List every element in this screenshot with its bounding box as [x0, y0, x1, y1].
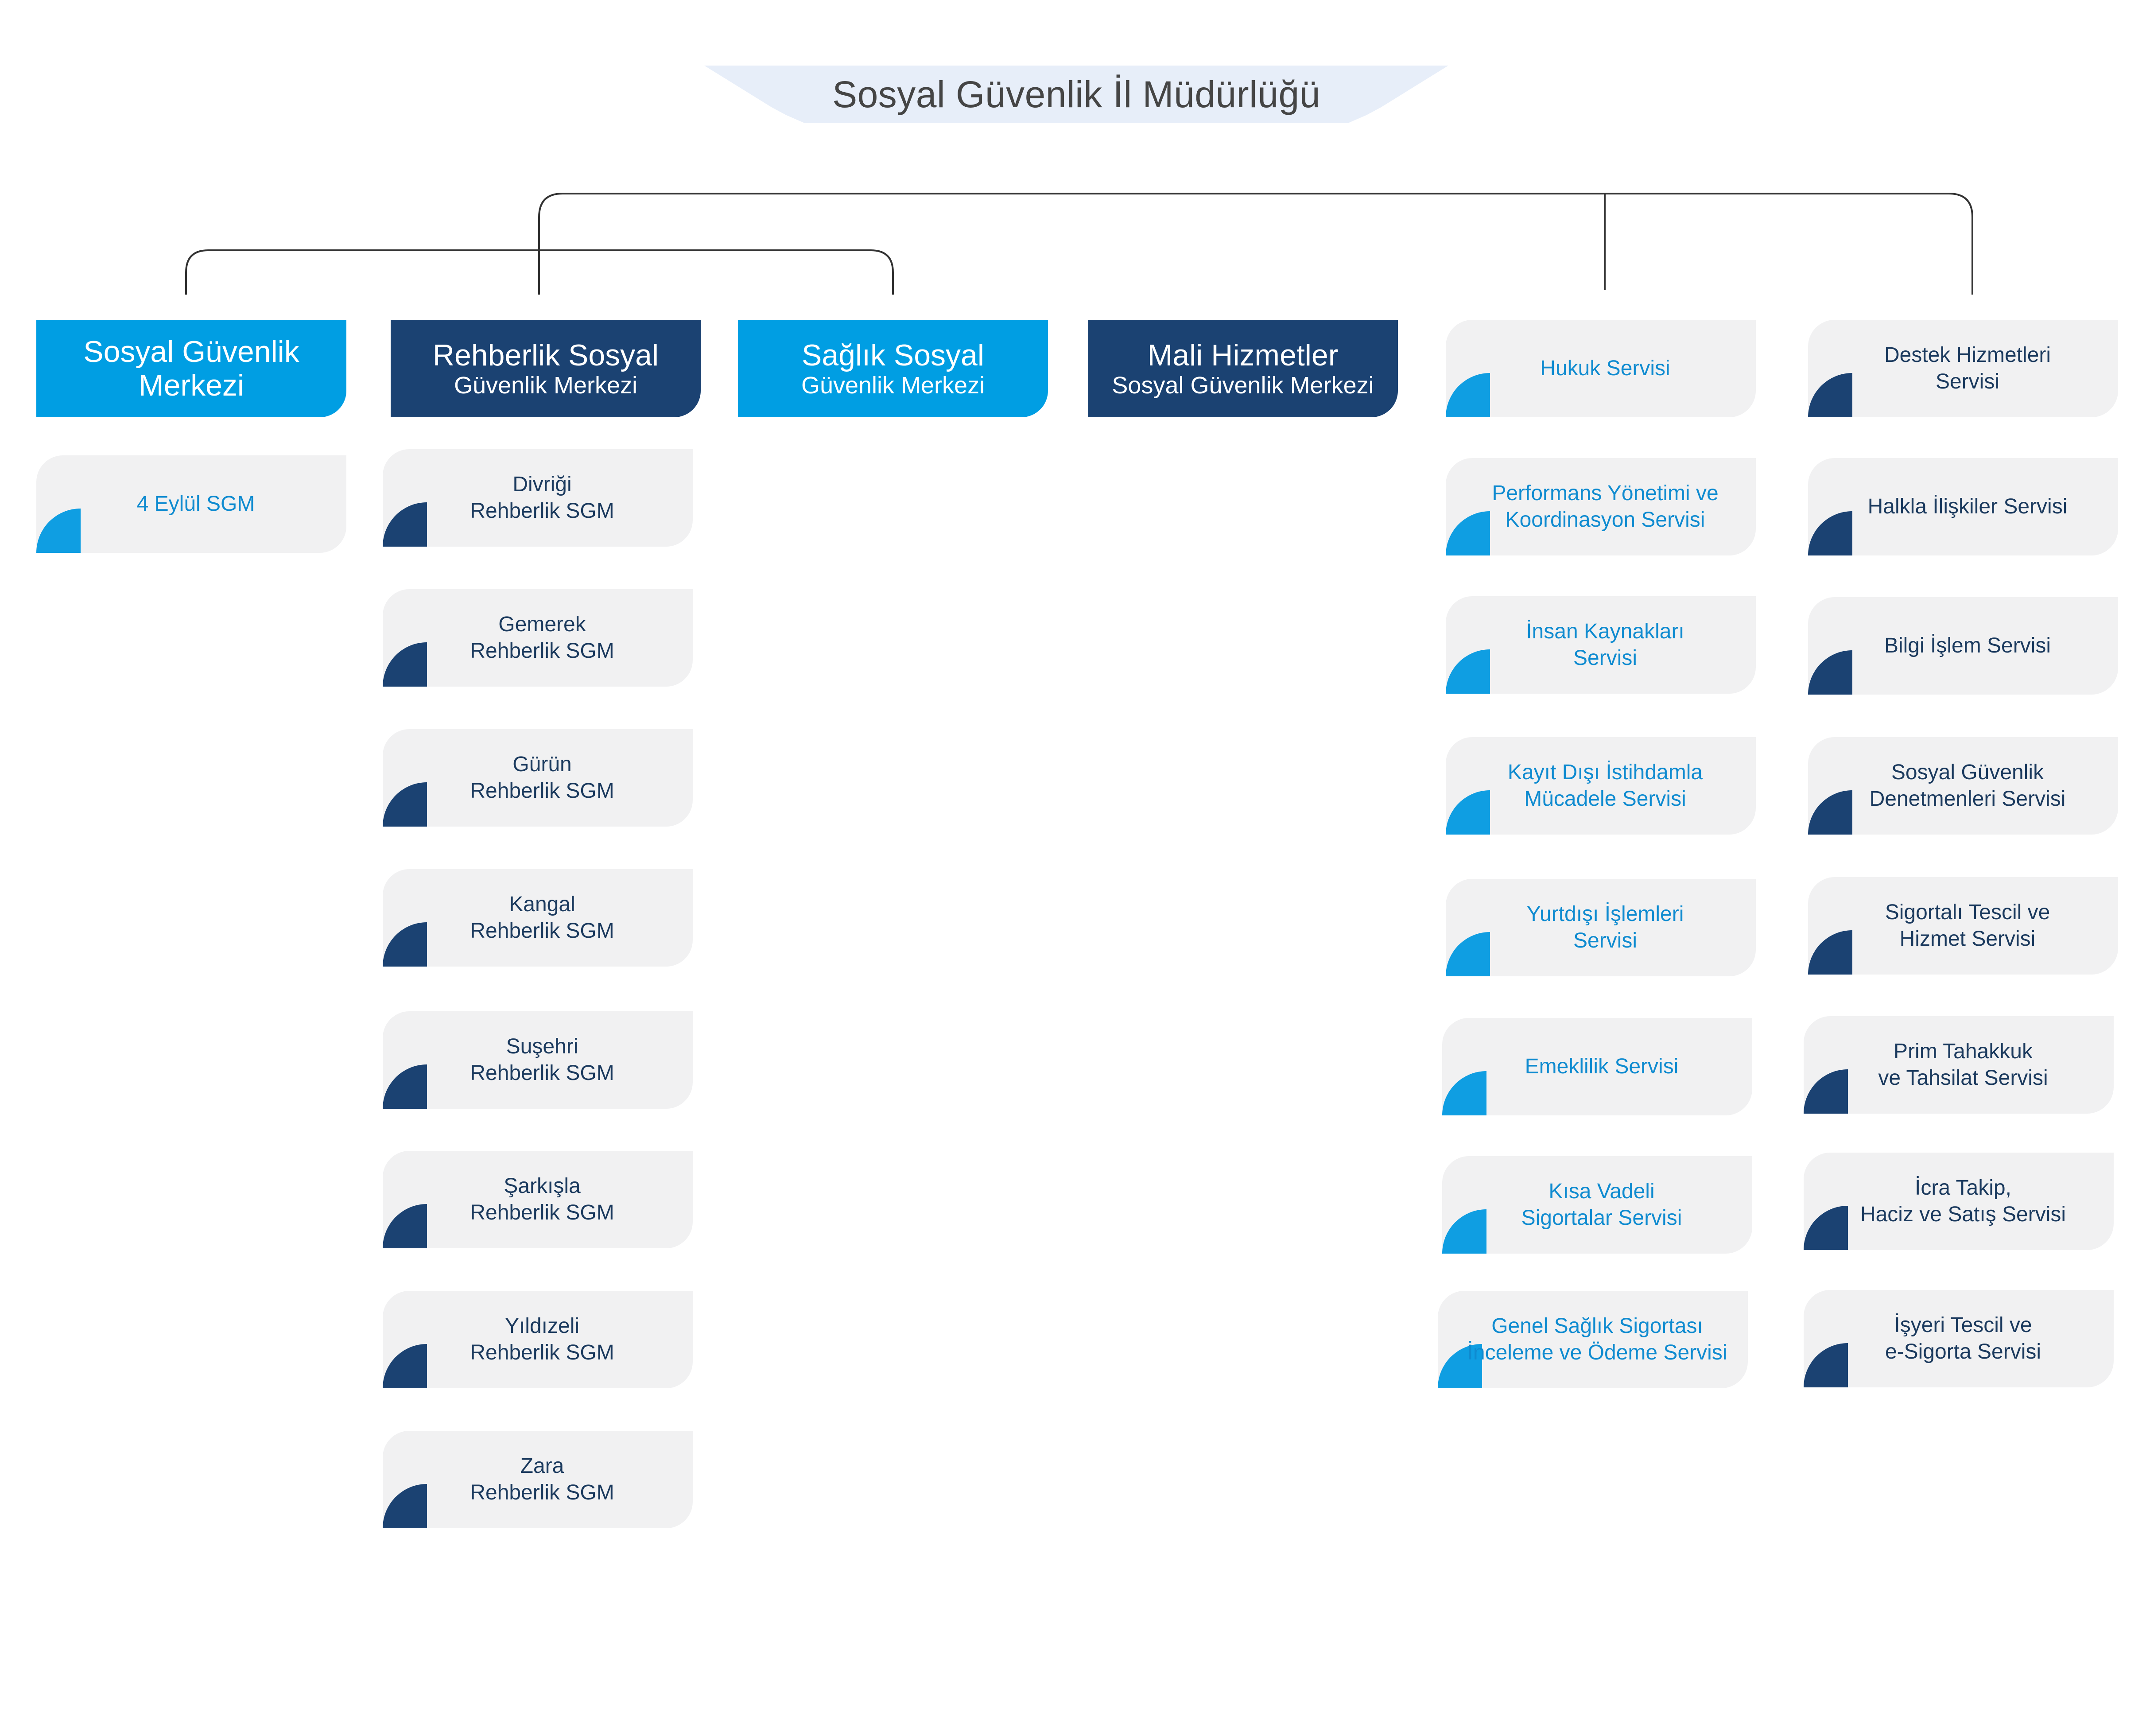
unit-label: Kangal Rehberlik SGM	[470, 893, 614, 943]
header-line: Rehberlik Sosyal	[432, 338, 659, 372]
unit-label: Gemerek Rehberlik SGM	[470, 613, 614, 663]
service-label: Performans Yönetimi ve Koordinasyon Serv…	[1492, 482, 1719, 532]
service-card[interactable]: Hukuk Servisi	[1446, 320, 1756, 417]
connector-secondary-bus	[185, 249, 894, 295]
service-label: İcra Takip, Haciz ve Satış Servisi	[1860, 1176, 2066, 1226]
header-line: Sağlık Sosyal	[802, 338, 984, 372]
service-label: Sosyal Güvenlik Denetmenleri Servisi	[1869, 761, 2066, 811]
service-label: Hukuk Servisi	[1540, 357, 1670, 380]
header-line: Merkezi	[138, 369, 244, 402]
header-line: Güvenlik Merkezi	[801, 372, 985, 399]
service-label: Destek Hizmetleri Servisi	[1884, 343, 2051, 393]
service-card[interactable]: İşyeri Tescil ve e-Sigorta Servisi	[1804, 1290, 2114, 1387]
service-card[interactable]: Yurtdışı İşlemleri Servisi	[1446, 879, 1756, 976]
service-card[interactable]: Destek Hizmetleri Servisi	[1808, 320, 2118, 417]
unit-label: Şarkışla Rehberlik SGM	[470, 1174, 614, 1224]
service-card[interactable]: Performans Yönetimi ve Koordinasyon Serv…	[1446, 458, 1756, 555]
service-card[interactable]: İnsan Kaynakları Servisi	[1446, 596, 1756, 694]
service-label: Yurtdışı İşlemleri Servisi	[1526, 902, 1684, 952]
header-saglik-sgm[interactable]: Sağlık Sosyal Güvenlik Merkezi	[738, 320, 1048, 417]
header-line: Güvenlik Merkezi	[454, 372, 638, 399]
service-label: Emeklilik Servisi	[1525, 1055, 1679, 1078]
service-card[interactable]: Sigortalı Tescil ve Hizmet Servisi	[1808, 877, 2118, 975]
unit-label: Divriği Rehberlik SGM	[470, 473, 614, 523]
connector-main-bus	[538, 193, 1973, 295]
service-label: Bilgi İşlem Servisi	[1884, 634, 2051, 657]
header-line: Mali Hizmetler	[1147, 338, 1339, 372]
header-line: Sosyal Güvenlik Merkezi	[1112, 372, 1374, 399]
unit-label: Suşehri Rehberlik SGM	[470, 1035, 614, 1085]
unit-label: Yıldızeli Rehberlik SGM	[470, 1314, 614, 1364]
unit-card[interactable]: Zara Rehberlik SGM	[383, 1431, 693, 1528]
service-label: Kısa Vadeli Sigortalar Servisi	[1521, 1180, 1682, 1230]
service-label: Kayıt Dışı İstihdamla Mücadele Servisi	[1507, 761, 1703, 811]
unit-card[interactable]: Divriği Rehberlik SGM	[383, 449, 693, 547]
unit-card[interactable]: Kangal Rehberlik SGM	[383, 869, 693, 967]
header-mali-hizmetler-sgm[interactable]: Mali Hizmetler Sosyal Güvenlik Merkezi	[1088, 320, 1398, 417]
service-card[interactable]: Emeklilik Servisi	[1442, 1018, 1752, 1115]
service-card[interactable]: Sosyal Güvenlik Denetmenleri Servisi	[1808, 737, 2118, 835]
unit-card[interactable]: Suşehri Rehberlik SGM	[383, 1011, 693, 1109]
service-label: Sigortalı Tescil ve Hizmet Servisi	[1885, 901, 2050, 951]
page-title: Sosyal Güvenlik İl Müdürlüğü	[832, 73, 1320, 115]
service-card[interactable]: Prim Tahakkuk ve Tahsilat Servisi	[1804, 1016, 2114, 1114]
unit-card[interactable]: 4 Eylül SGM	[36, 455, 346, 553]
unit-label: 4 Eylül SGM	[136, 492, 255, 516]
service-label: İnsan Kaynakları Servisi	[1526, 620, 1684, 670]
service-card[interactable]: Kısa Vadeli Sigortalar Servisi	[1442, 1156, 1752, 1254]
service-label: Halkla İlişkiler Servisi	[1867, 495, 2068, 518]
service-label: Genel Sağlık Sigortası İnceleme ve Ödeme…	[1467, 1314, 1727, 1364]
unit-card[interactable]: Yıldızeli Rehberlik SGM	[383, 1291, 693, 1388]
service-card[interactable]: Genel Sağlık Sigortası İnceleme ve Ödeme…	[1438, 1291, 1748, 1388]
header-line: Sosyal Güvenlik	[83, 334, 299, 369]
unit-card[interactable]: Gemerek Rehberlik SGM	[383, 589, 693, 687]
header-rehberlik-sgm[interactable]: Rehberlik Sosyal Güvenlik Merkezi	[391, 320, 701, 417]
service-card[interactable]: Bilgi İşlem Servisi	[1808, 597, 2118, 695]
unit-card[interactable]: Gürün Rehberlik SGM	[383, 729, 693, 827]
service-label: Prim Tahakkuk ve Tahsilat Servisi	[1878, 1040, 2048, 1090]
unit-card[interactable]: Şarkışla Rehberlik SGM	[383, 1151, 693, 1248]
unit-label: Gürün Rehberlik SGM	[470, 753, 614, 803]
header-sosyal-guvenlik-merkezi[interactable]: Sosyal Güvenlik Merkezi	[36, 320, 346, 417]
service-label: İşyeri Tescil ve e-Sigorta Servisi	[1885, 1313, 2041, 1363]
unit-label: Zara Rehberlik SGM	[470, 1454, 614, 1504]
page-title-banner: Sosyal Güvenlik İl Müdürlüğü	[704, 66, 1448, 123]
service-card[interactable]: İcra Takip, Haciz ve Satış Servisi	[1804, 1153, 2114, 1250]
service-card[interactable]: Halkla İlişkiler Servisi	[1808, 458, 2118, 555]
service-card[interactable]: Kayıt Dışı İstihdamla Mücadele Servisi	[1446, 737, 1756, 835]
